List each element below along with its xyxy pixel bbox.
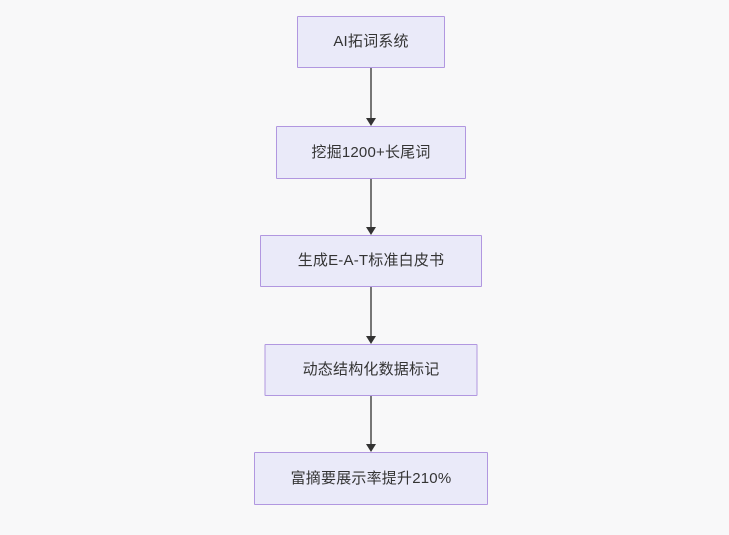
flow-node-5-label: 富摘要展示率提升210% — [290, 469, 452, 487]
flow-edge-4-arrowhead — [366, 444, 376, 452]
flow-node-4-label: 动态结构化数据标记 — [302, 361, 440, 379]
flow-edge-2-arrowhead — [366, 227, 376, 235]
flow-edge-3 — [365, 287, 377, 344]
flow-node-2-label: 挖掘1200+长尾词 — [311, 143, 431, 161]
flow-node-3[interactable]: 生成E-A-T标准白皮书 — [260, 235, 482, 287]
flow-edge-1 — [365, 68, 377, 126]
flow-edge-3-line — [370, 287, 372, 336]
flow-node-5[interactable]: 富摘要展示率提升210% — [254, 452, 488, 505]
flow-node-1-label: AI拓词系统 — [333, 33, 409, 51]
flow-node-3-label: 生成E-A-T标准白皮书 — [297, 252, 445, 270]
flow-edge-3-arrowhead — [366, 336, 376, 344]
flow-edge-1-line — [370, 68, 372, 118]
flow-edge-2 — [365, 179, 377, 235]
flow-edge-1-arrowhead — [366, 118, 376, 126]
flow-node-4[interactable]: 动态结构化数据标记 — [264, 344, 478, 396]
flow-node-2[interactable]: 挖掘1200+长尾词 — [276, 126, 466, 179]
flow-edge-4-line — [370, 396, 372, 444]
flow-edge-2-line — [370, 179, 372, 227]
flow-edge-4 — [365, 396, 377, 452]
flow-node-1[interactable]: AI拓词系统 — [297, 16, 445, 68]
